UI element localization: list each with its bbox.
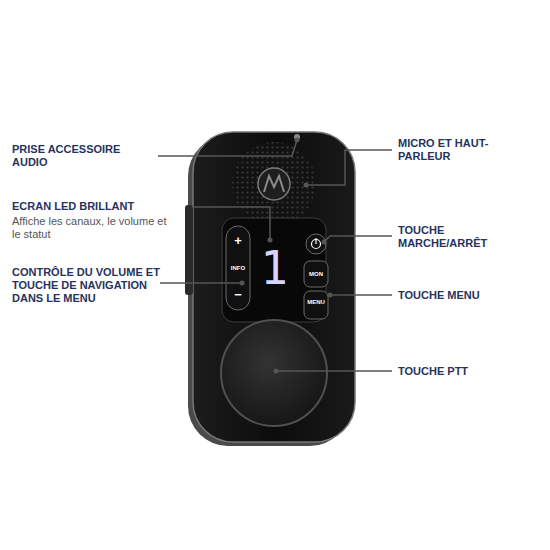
part-description: Affiche les canaux, le volume et le stat… <box>12 215 172 241</box>
key-label: MON <box>303 269 329 279</box>
key-label: + <box>227 234 249 248</box>
key-label: MENU <box>303 297 329 307</box>
part-label: TOUCHE PTT <box>398 365 538 378</box>
part-label: MICRO ET HAUT-PARLEUR <box>398 137 508 163</box>
key-label: INFO <box>226 263 250 273</box>
part-label: TOUCHE MENU <box>398 289 538 302</box>
leader-lines <box>158 140 392 371</box>
part-label: PRISE ACCESSOIRE AUDIO <box>12 143 157 169</box>
part-label: CONTRÔLE DU VOLUME ET TOUCHE DE NAVIGATI… <box>12 266 162 305</box>
leader-dots <box>240 138 333 374</box>
channel-display: 1 <box>252 240 296 296</box>
part-label: ECRAN LED BRILLANT <box>12 200 192 213</box>
key-label: − <box>227 288 249 302</box>
part-label: TOUCHE MARCHE/ARRÊT <box>398 224 508 250</box>
radio-body <box>185 132 355 446</box>
